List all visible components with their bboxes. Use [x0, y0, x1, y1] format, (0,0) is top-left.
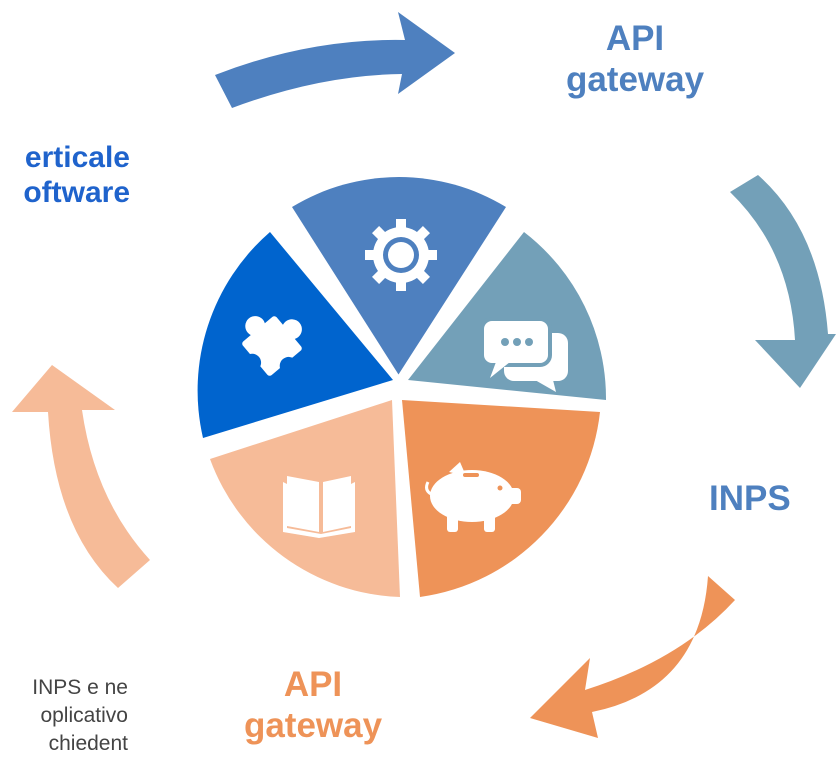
api-gateway-bottom-label: API gateway: [203, 664, 423, 747]
description-text: INPS e ne oplicativo chiedent: [0, 674, 128, 758]
inps-label: INPS: [709, 479, 791, 518]
description-line-3: chiedent: [48, 731, 128, 755]
arrow-top: [215, 12, 455, 108]
verticale-line-2: oftware: [23, 176, 130, 210]
api-gateway-top-label: API gateway: [520, 18, 750, 101]
api-gateway-top-line-2: gateway: [565, 60, 705, 100]
book-icon: [283, 476, 355, 538]
description-line-2: oplicativo: [40, 703, 128, 727]
piggy-bank-icon: [425, 462, 521, 532]
arrow-bottom: [530, 576, 735, 738]
api-gateway-top-line-1: API: [605, 19, 665, 58]
puzzle-piece-icon: [242, 316, 302, 376]
arrow-left: [12, 365, 150, 588]
chat-bubbles-icon: [480, 317, 568, 392]
api-gateway-bottom-line-2: gateway: [243, 706, 383, 746]
gear-icon: [365, 219, 437, 291]
api-gateway-bottom-line-1: API: [283, 665, 343, 704]
verticale-software-label: erticale oftware: [0, 140, 130, 211]
verticale-line-1: erticale: [24, 141, 130, 174]
description-line-1: INPS e ne: [32, 676, 128, 699]
arrow-right: [730, 175, 836, 388]
